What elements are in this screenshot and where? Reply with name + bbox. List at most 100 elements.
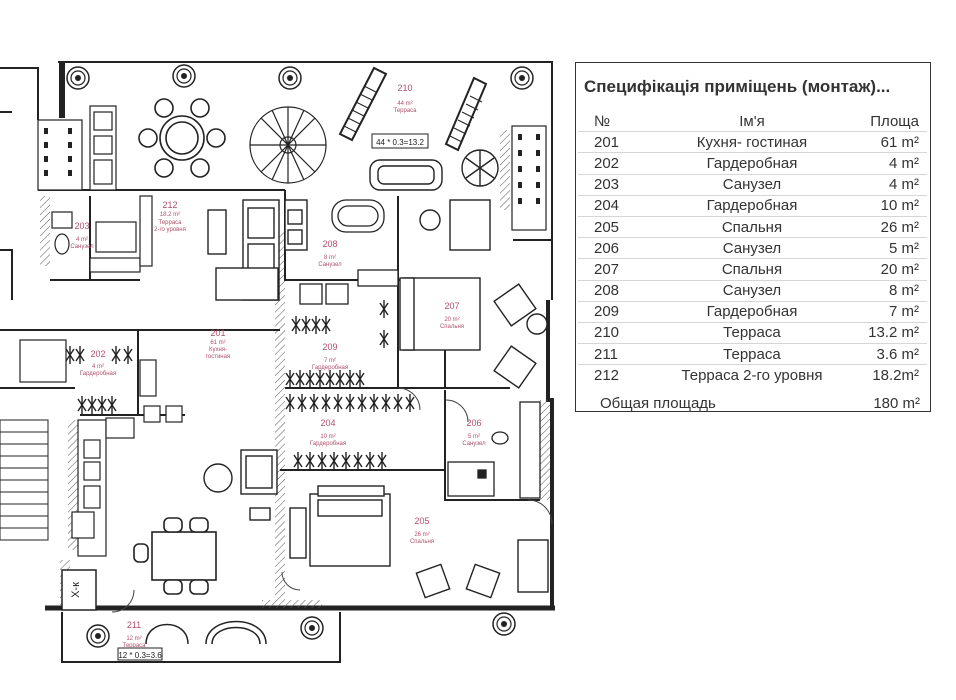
bedroom-205-furniture — [289, 485, 549, 599]
cell-number: 205 — [578, 215, 654, 238]
cell-number: 202 — [578, 152, 654, 175]
stairs — [0, 419, 49, 541]
room-label-208: 208 8 m² Санузел — [318, 239, 342, 268]
room-area: 4 m² — [92, 364, 104, 370]
hangers — [65, 299, 415, 471]
terrace-211-furniture — [145, 620, 267, 645]
cell-area: 4 m² — [850, 152, 927, 175]
room-area: 44 m² — [397, 101, 412, 107]
room-name: Санузел — [462, 441, 486, 447]
dining-table — [133, 517, 217, 595]
room-label-203: 203 4 m² Санузел — [70, 221, 94, 250]
room-number: 209 — [322, 342, 337, 352]
room-number: 210 — [397, 83, 412, 93]
cell-area: 7 m² — [850, 300, 927, 323]
calc-box-211 — [117, 647, 163, 661]
spec-title: Специфікація приміщень (монтаж)... — [584, 77, 891, 96]
cell-name: Гардеробная — [653, 194, 851, 217]
cell-name: Спальня — [653, 258, 851, 280]
room-area: 8 m² — [324, 255, 336, 261]
room-name: Санузел — [318, 262, 342, 268]
spec-header-row: № Ім'я Площа — [578, 111, 927, 132]
room-area: 10 m² — [320, 434, 335, 440]
bedroom-207-furniture — [399, 199, 548, 389]
room-name: Санузел — [70, 244, 94, 250]
room-label-201: 201 61 m² Кухня- гостиная — [206, 328, 230, 360]
kitchen-201-furniture — [203, 199, 308, 521]
cell-name: Кухня- гостиная — [653, 131, 851, 153]
cell-area: 4 m² — [850, 173, 927, 196]
cabinets-210 — [37, 105, 547, 231]
room-label-206: 206 5 m² Санузел — [462, 418, 486, 447]
cell-area: 20 m² — [850, 258, 927, 280]
header-area: Площа — [870, 112, 919, 130]
room-area: 18.2 m² — [160, 212, 180, 218]
room-area: 12 m² — [126, 636, 141, 642]
room-label-204: 204 10 m² Гардеробная — [310, 418, 346, 447]
room-name: Гардеробная — [80, 371, 116, 377]
room-number: 202 — [90, 349, 105, 359]
cell-area: 18.2m² — [850, 364, 927, 386]
cell-area: 10 m² — [850, 194, 927, 217]
bathroom-203-fixtures — [51, 195, 153, 273]
grill — [461, 149, 499, 187]
cell-number: 210 — [578, 321, 654, 344]
calc-210: 44 * 0.3=13.2 — [376, 138, 424, 147]
total-label: Общая площадь — [600, 395, 716, 412]
calc-211: 12 * 0.3=3.6 — [118, 651, 162, 660]
room-name: Терраса — [122, 643, 146, 649]
cell-area: 13.2 m² — [850, 321, 927, 344]
round-table — [138, 98, 226, 178]
cell-area: 26 m² — [850, 215, 927, 238]
room-area: 26 m² — [414, 532, 429, 538]
room-number: 208 — [322, 239, 337, 249]
cell-area: 8 m² — [850, 279, 927, 302]
room-label-205: 205 26 m² Спальня — [410, 516, 434, 545]
cell-number: 206 — [578, 237, 654, 259]
room-name-2: 2-го уровня — [154, 227, 186, 233]
kitchen-counter — [71, 405, 183, 557]
room-name: Спальня — [440, 324, 464, 330]
total-value: 180 m² — [873, 395, 920, 412]
cell-number: 204 — [578, 194, 654, 217]
room-label-212: 212 18.2 m² Терраса 2-го уровня — [154, 200, 186, 233]
cell-number: 212 — [578, 364, 654, 386]
cell-number: 208 — [578, 279, 654, 302]
header-name: Ім'я — [739, 112, 765, 130]
room-name: Кухня- — [209, 347, 227, 353]
cell-name: Терраса — [653, 343, 851, 365]
sofa-210 — [369, 159, 443, 191]
room-name: Терраса — [158, 220, 182, 226]
room-name: Спальня — [410, 539, 434, 545]
room-specification-panel: Специфікація приміщень (монтаж)... № Ім'… — [575, 62, 931, 412]
cell-name: Санузел — [653, 173, 851, 196]
xk-label: Х-к — [70, 582, 82, 598]
room-number: 207 — [444, 301, 459, 311]
sun-lounger-slats — [343, 85, 483, 143]
cell-area: 3.6 m² — [850, 343, 927, 365]
cell-number: 211 — [578, 343, 654, 365]
room-area: 61 m² — [210, 340, 225, 346]
room-number: 205 — [414, 516, 429, 526]
cell-area: 5 m² — [850, 237, 927, 259]
room-number: 203 — [74, 221, 89, 231]
cell-name: Гардеробная — [653, 152, 851, 175]
calc-box-210 — [371, 133, 429, 149]
room-number: 201 — [210, 328, 225, 338]
cabinet-dots — [44, 128, 540, 204]
cell-name: Терраса 2-го уровня — [653, 364, 851, 386]
cell-name: Спальня — [653, 215, 851, 238]
